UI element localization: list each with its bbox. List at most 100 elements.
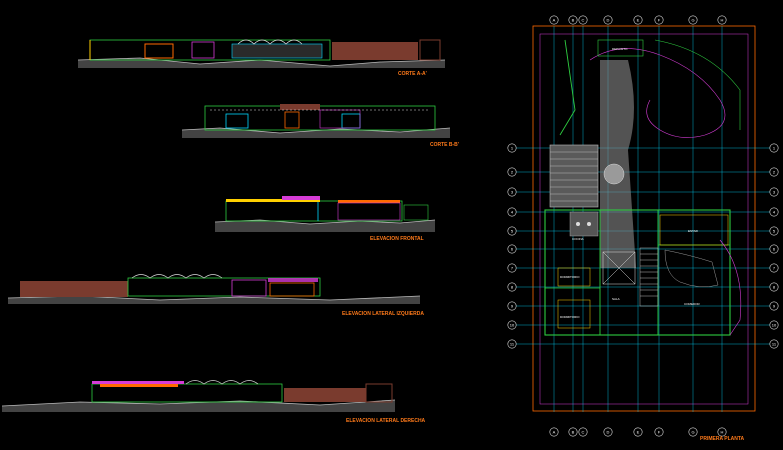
- svg-text:5: 5: [511, 228, 514, 233]
- room-tag: ESTAR: [688, 229, 699, 233]
- axis-bubble-bottom-A: A: [549, 427, 559, 437]
- axis-bubble-top-G: G: [688, 15, 698, 25]
- svg-text:5: 5: [773, 228, 776, 233]
- svg-text:6: 6: [773, 246, 776, 251]
- axis-bubble-left-11: 11: [507, 339, 517, 349]
- axis-bubble-right-11: 11: [769, 339, 779, 349]
- label-corte-bb: CORTE B-B': [430, 142, 459, 148]
- axis-bubble-left-1: 1: [507, 143, 517, 153]
- svg-text:F: F: [658, 429, 661, 434]
- svg-text:2: 2: [511, 169, 514, 174]
- axis-bubble-right-6: 6: [769, 244, 779, 254]
- void-opening: [602, 251, 636, 285]
- axis-bubble-right-3: 3: [769, 187, 779, 197]
- ground-profile: [8, 296, 420, 304]
- svg-text:H: H: [721, 429, 724, 434]
- svg-text:D: D: [607, 17, 610, 22]
- axis-bubble-bottom-G: G: [688, 427, 698, 437]
- section-b-b: CORTE B-B': [181, 104, 459, 148]
- svg-text:1: 1: [773, 145, 776, 150]
- axis-bubble-top-D: D: [603, 15, 613, 25]
- svg-text:9: 9: [511, 303, 514, 308]
- axis-bubble-right-2: 2: [769, 167, 779, 177]
- paved-walkway: [600, 60, 636, 268]
- garden-path: [589, 48, 726, 138]
- label-elevacion-lateral-derecha: ELEVACION LATERAL DERECHA: [346, 418, 426, 424]
- axis-bubbles-right: 1 2 3 4 5 6 7 8 9 10 11: [769, 143, 779, 349]
- axis-bubble-right-9: 9: [769, 301, 779, 311]
- svg-text:8: 8: [511, 284, 514, 289]
- svg-text:4: 4: [773, 209, 776, 214]
- axis-bubble-top-B: B: [568, 15, 578, 25]
- left-elevation: ELEVACION LATERAL IZQUIERDA: [7, 274, 424, 317]
- axis-bubble-top-A: A: [549, 15, 559, 25]
- svg-text:6: 6: [511, 246, 514, 251]
- ground-profile: [182, 128, 450, 138]
- svg-text:4: 4: [511, 209, 514, 214]
- axis-bubble-top-H: H: [717, 15, 727, 25]
- svg-text:DEPOSITO: DEPOSITO: [612, 47, 628, 51]
- axis-bubble-bottom-H: H: [717, 427, 727, 437]
- axis-bubble-right-1: 1: [769, 143, 779, 153]
- axis-bubble-right-10: 10: [769, 320, 779, 330]
- fountain: [603, 163, 625, 185]
- room-tag: DORMITORIO: [560, 315, 580, 319]
- svg-text:C: C: [582, 17, 585, 22]
- svg-text:C: C: [582, 429, 585, 434]
- svg-text:7: 7: [773, 265, 776, 270]
- svg-text:3: 3: [511, 189, 514, 194]
- site-boundary: [532, 25, 756, 412]
- room-tag: DORMITORIO: [560, 275, 580, 279]
- label-corte-aa: CORTE A-A': [398, 71, 427, 77]
- axis-bubble-right-5: 5: [769, 226, 779, 236]
- axis-bubble-left-3: 3: [507, 187, 517, 197]
- axis-bubble-left-7: 7: [507, 263, 517, 273]
- axis-bubble-left-5: 5: [507, 226, 517, 236]
- axis-bubble-bottom-C: C: [578, 427, 588, 437]
- room-tags: DORMITORIODORMITORIOCOCINASALACOMEDOREST…: [560, 229, 701, 319]
- section-a-a: CORTE A-A': [77, 39, 446, 77]
- svg-text:8: 8: [773, 284, 776, 289]
- landscape-area: [664, 249, 719, 288]
- svg-text:2: 2: [773, 169, 776, 174]
- svg-text:10: 10: [510, 322, 515, 327]
- svg-text:7: 7: [511, 265, 514, 270]
- stairs-west: [549, 144, 599, 208]
- svg-text:H: H: [721, 17, 724, 22]
- svg-text:3: 3: [773, 189, 776, 194]
- svg-text:F: F: [658, 17, 661, 22]
- main-building: [544, 209, 731, 336]
- front-elevation: ELEVACION FRONTAL: [214, 196, 436, 242]
- axis-bubble-bottom-B: B: [568, 427, 578, 437]
- ground-profile: [2, 400, 395, 412]
- room-tag: SALA: [612, 297, 620, 301]
- svg-text:9: 9: [773, 303, 776, 308]
- axis-bubble-top-E: E: [633, 15, 643, 25]
- axis-bubble-left-10: 10: [507, 320, 517, 330]
- svg-text:D: D: [607, 429, 610, 434]
- svg-text:A: A: [553, 429, 556, 434]
- svg-text:11: 11: [510, 341, 515, 346]
- brown-block: [332, 42, 418, 60]
- svg-text:10: 10: [772, 322, 777, 327]
- brown-block: [280, 104, 320, 110]
- svg-text:E: E: [637, 17, 640, 22]
- kitchen-counter: [569, 211, 599, 237]
- svg-text:B: B: [572, 429, 575, 434]
- vault-arches: [237, 39, 303, 45]
- axis-bubble-right-8: 8: [769, 282, 779, 292]
- axis-bubble-left-2: 2: [507, 167, 517, 177]
- right-elevation: ELEVACION LATERAL DERECHA: [1, 380, 426, 424]
- label-primera-planta: PRIMERA PLANTA: [700, 436, 745, 442]
- axis-bubble-top-C: C: [578, 15, 588, 25]
- room-tag: COCINA: [572, 237, 584, 241]
- axis-bubble-left-6: 6: [507, 244, 517, 254]
- ground-profile: [78, 58, 445, 68]
- axis-bubble-right-7: 7: [769, 263, 779, 273]
- axis-bubble-left-8: 8: [507, 282, 517, 292]
- svg-text:11: 11: [772, 341, 777, 346]
